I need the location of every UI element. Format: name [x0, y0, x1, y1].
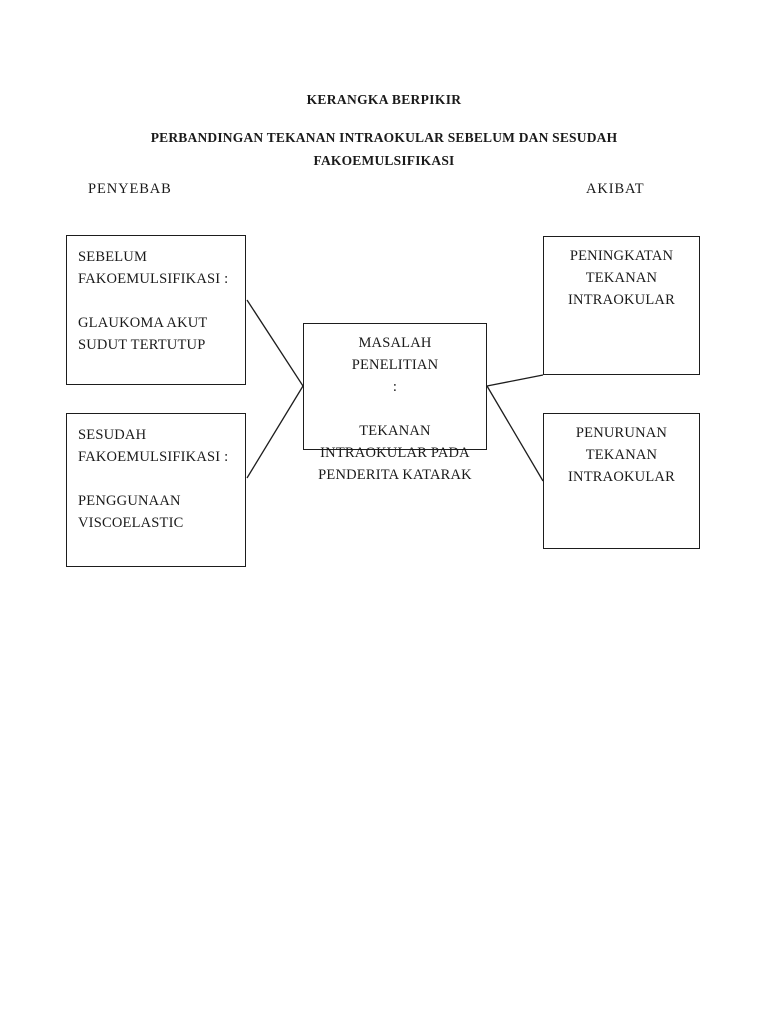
- connector-problem-to-decrease: [486, 385, 544, 482]
- node-iop-decrease: PENURUNAN TEKANAN INTRAOKULAR: [543, 413, 700, 549]
- connector-problem-to-increase: [486, 374, 544, 387]
- page-subtitle: PERBANDINGAN TEKANAN INTRAOKULAR SEBELUM…: [150, 130, 618, 168]
- node-after-phacoemulsification: SESUDAH FAKOEMULSIFIKASI : PENGGUNAAN VI…: [66, 413, 246, 567]
- node-before-phacoemulsification: SEBELUM FAKOEMULSIFIKASI : GLAUKOMA AKUT…: [66, 235, 246, 385]
- connector-before-to-problem: [246, 299, 304, 387]
- node-research-problem: MASALAH PENELITIAN : TEKANAN INTRAOKULAR…: [303, 323, 487, 483]
- connector-after-to-problem: [246, 385, 304, 479]
- node-iop-increase: PENINGKATAN TEKANAN INTRAOKULAR: [543, 236, 700, 375]
- page-title: KERANGKA BERPIKIR: [306, 92, 462, 107]
- column-heading-cause: PENYEBAB: [88, 181, 172, 197]
- column-heading-effect: AKIBAT: [586, 181, 645, 197]
